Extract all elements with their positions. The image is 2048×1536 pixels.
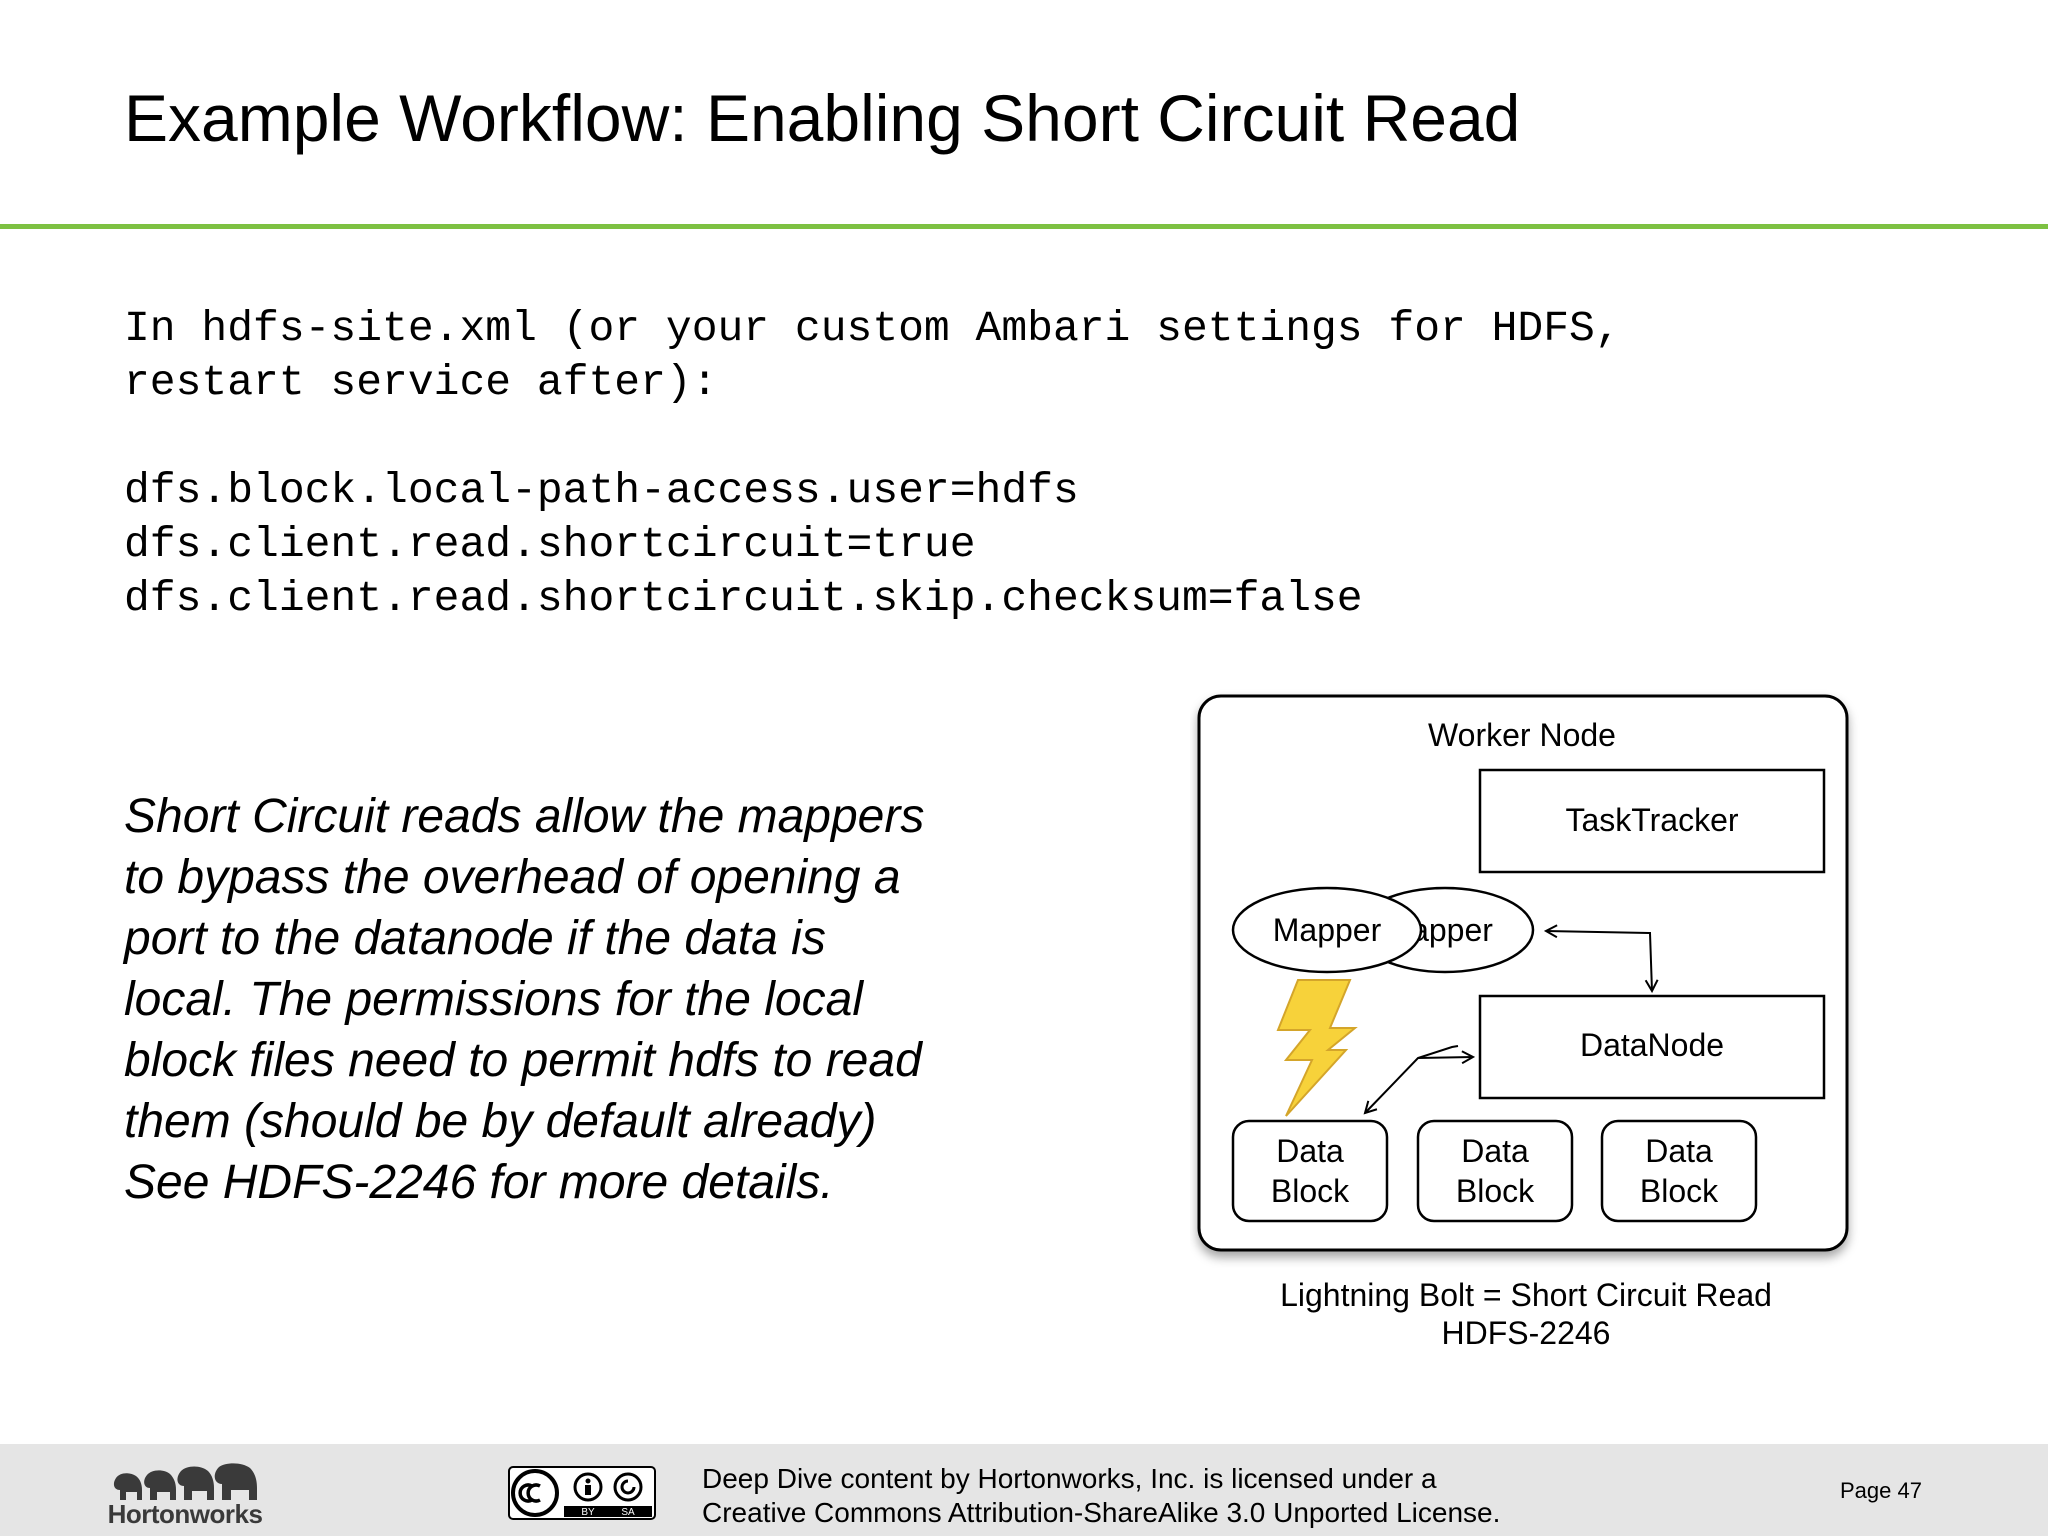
arrow-datanode-to-mapper — [1546, 931, 1650, 933]
data-block-box — [1231, 1119, 1389, 1223]
worker-node-diagram: Worker Node TaskTracker apper Mapper Dat… — [1190, 688, 1862, 1358]
code-line: dfs.client.read.shortcircuit.skip.checks… — [124, 574, 1363, 623]
license-line: Deep Dive content by Hortonworks, Inc. i… — [702, 1463, 1437, 1494]
license-notice: Deep Dive content by Hortonworks, Inc. i… — [702, 1462, 1500, 1530]
arrow-datanode-to-block — [1365, 1045, 1459, 1113]
cc-by-label: BY — [581, 1507, 595, 1518]
code-line: In hdfs-site.xml (or your custom Ambari … — [124, 304, 1621, 353]
description-line: See HDFS-2246 for more details. — [124, 1156, 834, 1209]
logo-text: Hortonworks — [107, 1499, 263, 1529]
data-block-label: Block — [1456, 1173, 1535, 1209]
mapper-front-label: Mapper — [1273, 912, 1382, 948]
description-paragraph: Short Circuit reads allow the mappers to… — [124, 786, 1024, 1213]
config-code-block: In hdfs-site.xml (or your custom Ambari … — [124, 302, 1621, 626]
elephant-herd-icon — [113, 1463, 257, 1500]
mapper-back-label: apper — [1411, 912, 1493, 948]
description-line: to bypass the overhead of opening a — [124, 851, 901, 904]
code-blank-line — [124, 410, 1621, 464]
description-line: Short Circuit reads allow the mappers — [124, 790, 925, 843]
arrow-mapper-to-datanode — [1649, 932, 1652, 991]
code-line: dfs.block.local-path-access.user=hdfs — [124, 466, 1079, 515]
data-block-box — [1416, 1119, 1574, 1223]
slide-title: Example Workflow: Enabling Short Circuit… — [124, 81, 1521, 155]
description-line: them (should be by default already) — [124, 1095, 877, 1148]
license-line: Creative Commons Attribution-ShareAlike … — [702, 1497, 1501, 1528]
title-divider — [0, 224, 2048, 229]
datanode-label: DataNode — [1580, 1027, 1724, 1063]
caption-line: HDFS-2246 — [1441, 1315, 1611, 1351]
footer-bar: Hortonworks BY SA Deep Dive content by H… — [0, 1444, 2048, 1536]
cc-sa-label: SA — [621, 1507, 635, 1518]
data-block-box — [1600, 1119, 1758, 1223]
description-line: block files need to permit hdfs to read — [124, 1034, 922, 1087]
data-block-label: Data — [1461, 1133, 1529, 1169]
hortonworks-logo: Hortonworks — [100, 1462, 270, 1530]
tasktracker-box — [1478, 768, 1826, 874]
arrow-block-to-datanode — [1417, 1057, 1473, 1058]
description-line: local. The permissions for the local — [124, 973, 863, 1026]
page-number: Page 47 — [1840, 1478, 1922, 1503]
caption-line: Lightning Bolt = Short Circuit Read — [1280, 1277, 1772, 1313]
lightning-bolt-icon — [1276, 979, 1358, 1117]
data-block-label: Data — [1645, 1133, 1713, 1169]
description-line: port to the datanode if the data is — [124, 912, 826, 965]
datanode-box — [1478, 994, 1826, 1100]
data-block-label: Block — [1271, 1173, 1350, 1209]
cc-by-sa-badge-icon: BY SA — [508, 1466, 656, 1520]
diagram-canvas: Worker Node TaskTracker apper Mapper Dat… — [1197, 694, 1849, 1252]
code-line: dfs.client.read.shortcircuit=true — [124, 520, 976, 569]
tasktracker-label: TaskTracker — [1565, 802, 1738, 838]
mapper-front-ellipse — [1231, 886, 1423, 974]
data-block-label: Data — [1276, 1133, 1344, 1169]
code-line: restart service after): — [124, 358, 718, 407]
worker-node-label: Worker Node — [1428, 717, 1616, 753]
data-block-label: Block — [1640, 1173, 1719, 1209]
diagram-caption: Lightning Bolt = Short Circuit Read HDFS… — [1190, 1276, 1862, 1352]
